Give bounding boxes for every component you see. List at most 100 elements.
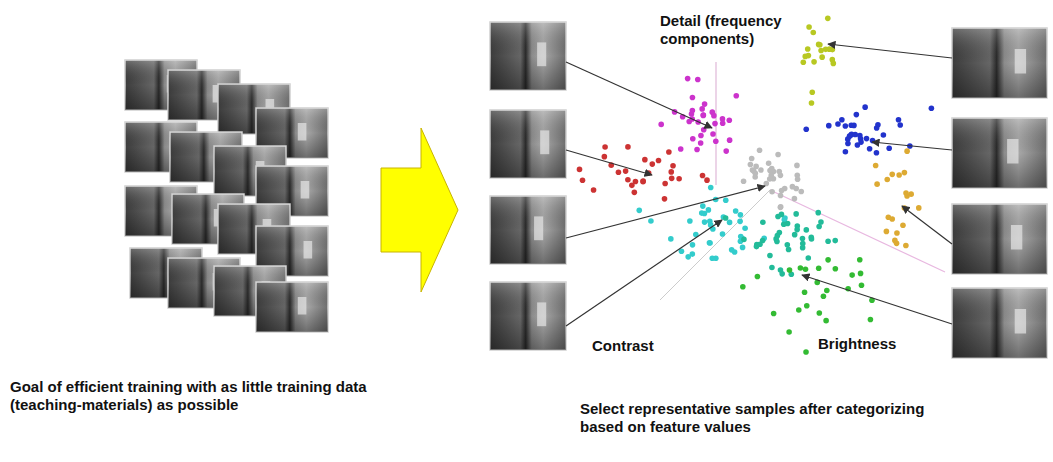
data-point xyxy=(723,215,729,221)
leader-arrow xyxy=(872,142,952,150)
data-point xyxy=(642,157,648,163)
axis-label: Brightness xyxy=(818,335,896,353)
data-point xyxy=(748,162,754,168)
thumbnail-highlight xyxy=(304,241,313,259)
data-point xyxy=(774,239,780,245)
data-point xyxy=(727,220,733,226)
plot-axes xyxy=(660,62,945,300)
leader-arrow xyxy=(566,186,765,238)
data-point xyxy=(707,240,713,246)
data-point xyxy=(794,163,800,169)
data-point xyxy=(881,132,887,138)
data-point xyxy=(809,236,815,242)
thumbnail-image xyxy=(490,282,566,350)
thumbnail-image xyxy=(952,118,1047,188)
leader-arrow xyxy=(566,62,712,128)
data-point xyxy=(778,193,784,199)
data-point xyxy=(903,243,909,249)
data-point xyxy=(733,93,739,99)
data-point xyxy=(825,238,831,244)
thumbnail-frame xyxy=(256,282,328,332)
data-point xyxy=(698,133,704,139)
data-point xyxy=(792,196,798,202)
data-point xyxy=(766,160,772,166)
data-point xyxy=(769,166,775,172)
data-point xyxy=(896,117,902,123)
thumbnail-shade xyxy=(952,288,1047,358)
data-point xyxy=(602,154,608,160)
data-point xyxy=(889,216,895,222)
data-point xyxy=(629,183,635,189)
data-point xyxy=(826,123,832,129)
data-point xyxy=(798,265,804,271)
data-point xyxy=(900,222,906,228)
data-point xyxy=(757,147,763,153)
data-point xyxy=(749,156,755,162)
data-point xyxy=(740,245,746,251)
data-point xyxy=(833,266,839,272)
data-point xyxy=(779,188,785,194)
data-point xyxy=(602,144,608,150)
data-point xyxy=(830,57,836,63)
thumbnail-highlight xyxy=(540,130,549,154)
data-point xyxy=(823,318,829,324)
thumbnail-shade xyxy=(490,196,566,264)
data-point xyxy=(723,148,729,154)
caption-text: Goal of efficient training with as littl… xyxy=(10,378,430,414)
data-point xyxy=(767,176,773,182)
thumbnail-frame xyxy=(490,282,566,350)
data-point xyxy=(733,208,739,214)
thumbnail-shade xyxy=(952,118,1047,188)
thumbnail-image xyxy=(490,196,566,264)
data-point xyxy=(874,150,880,156)
data-point xyxy=(857,257,863,263)
leader-arrow xyxy=(566,220,722,326)
data-point xyxy=(687,218,693,224)
data-point xyxy=(704,177,710,183)
data-point xyxy=(805,255,811,261)
data-point xyxy=(668,169,674,175)
data-point xyxy=(769,265,775,271)
data-point xyxy=(778,267,784,273)
data-point xyxy=(666,149,672,155)
data-point xyxy=(805,46,811,52)
data-point xyxy=(854,112,860,118)
data-point xyxy=(810,30,816,36)
data-point xyxy=(858,271,864,277)
data-point xyxy=(695,77,701,83)
thumbnail-highlight xyxy=(1011,225,1022,250)
data-point xyxy=(785,242,791,248)
data-point xyxy=(847,133,853,139)
data-point xyxy=(798,189,804,195)
data-point xyxy=(625,177,631,183)
data-point xyxy=(816,42,822,48)
thumbnail-shade xyxy=(490,282,566,350)
data-point xyxy=(884,177,890,183)
data-point xyxy=(855,142,861,148)
data-point xyxy=(742,225,748,231)
thumbnail-shade xyxy=(490,22,566,90)
data-point xyxy=(800,245,806,251)
data-point xyxy=(803,267,809,273)
data-point xyxy=(859,282,865,288)
thumbnail-highlight xyxy=(1015,309,1026,334)
data-point xyxy=(702,211,708,217)
data-point xyxy=(710,131,716,137)
data-point xyxy=(843,149,849,155)
data-point xyxy=(804,227,810,233)
data-point xyxy=(897,122,903,128)
data-point xyxy=(702,101,708,107)
data-point xyxy=(701,112,707,118)
thumbnail-highlight xyxy=(534,216,543,240)
data-point xyxy=(790,184,796,190)
data-point xyxy=(701,127,707,133)
data-point xyxy=(690,251,696,257)
data-point xyxy=(702,219,708,225)
axis-label: Detail (frequency components) xyxy=(660,12,798,48)
thumbnail-frame xyxy=(952,28,1047,98)
data-point xyxy=(758,167,764,173)
data-point xyxy=(778,205,784,211)
data-point xyxy=(867,146,873,152)
data-point xyxy=(796,307,802,313)
